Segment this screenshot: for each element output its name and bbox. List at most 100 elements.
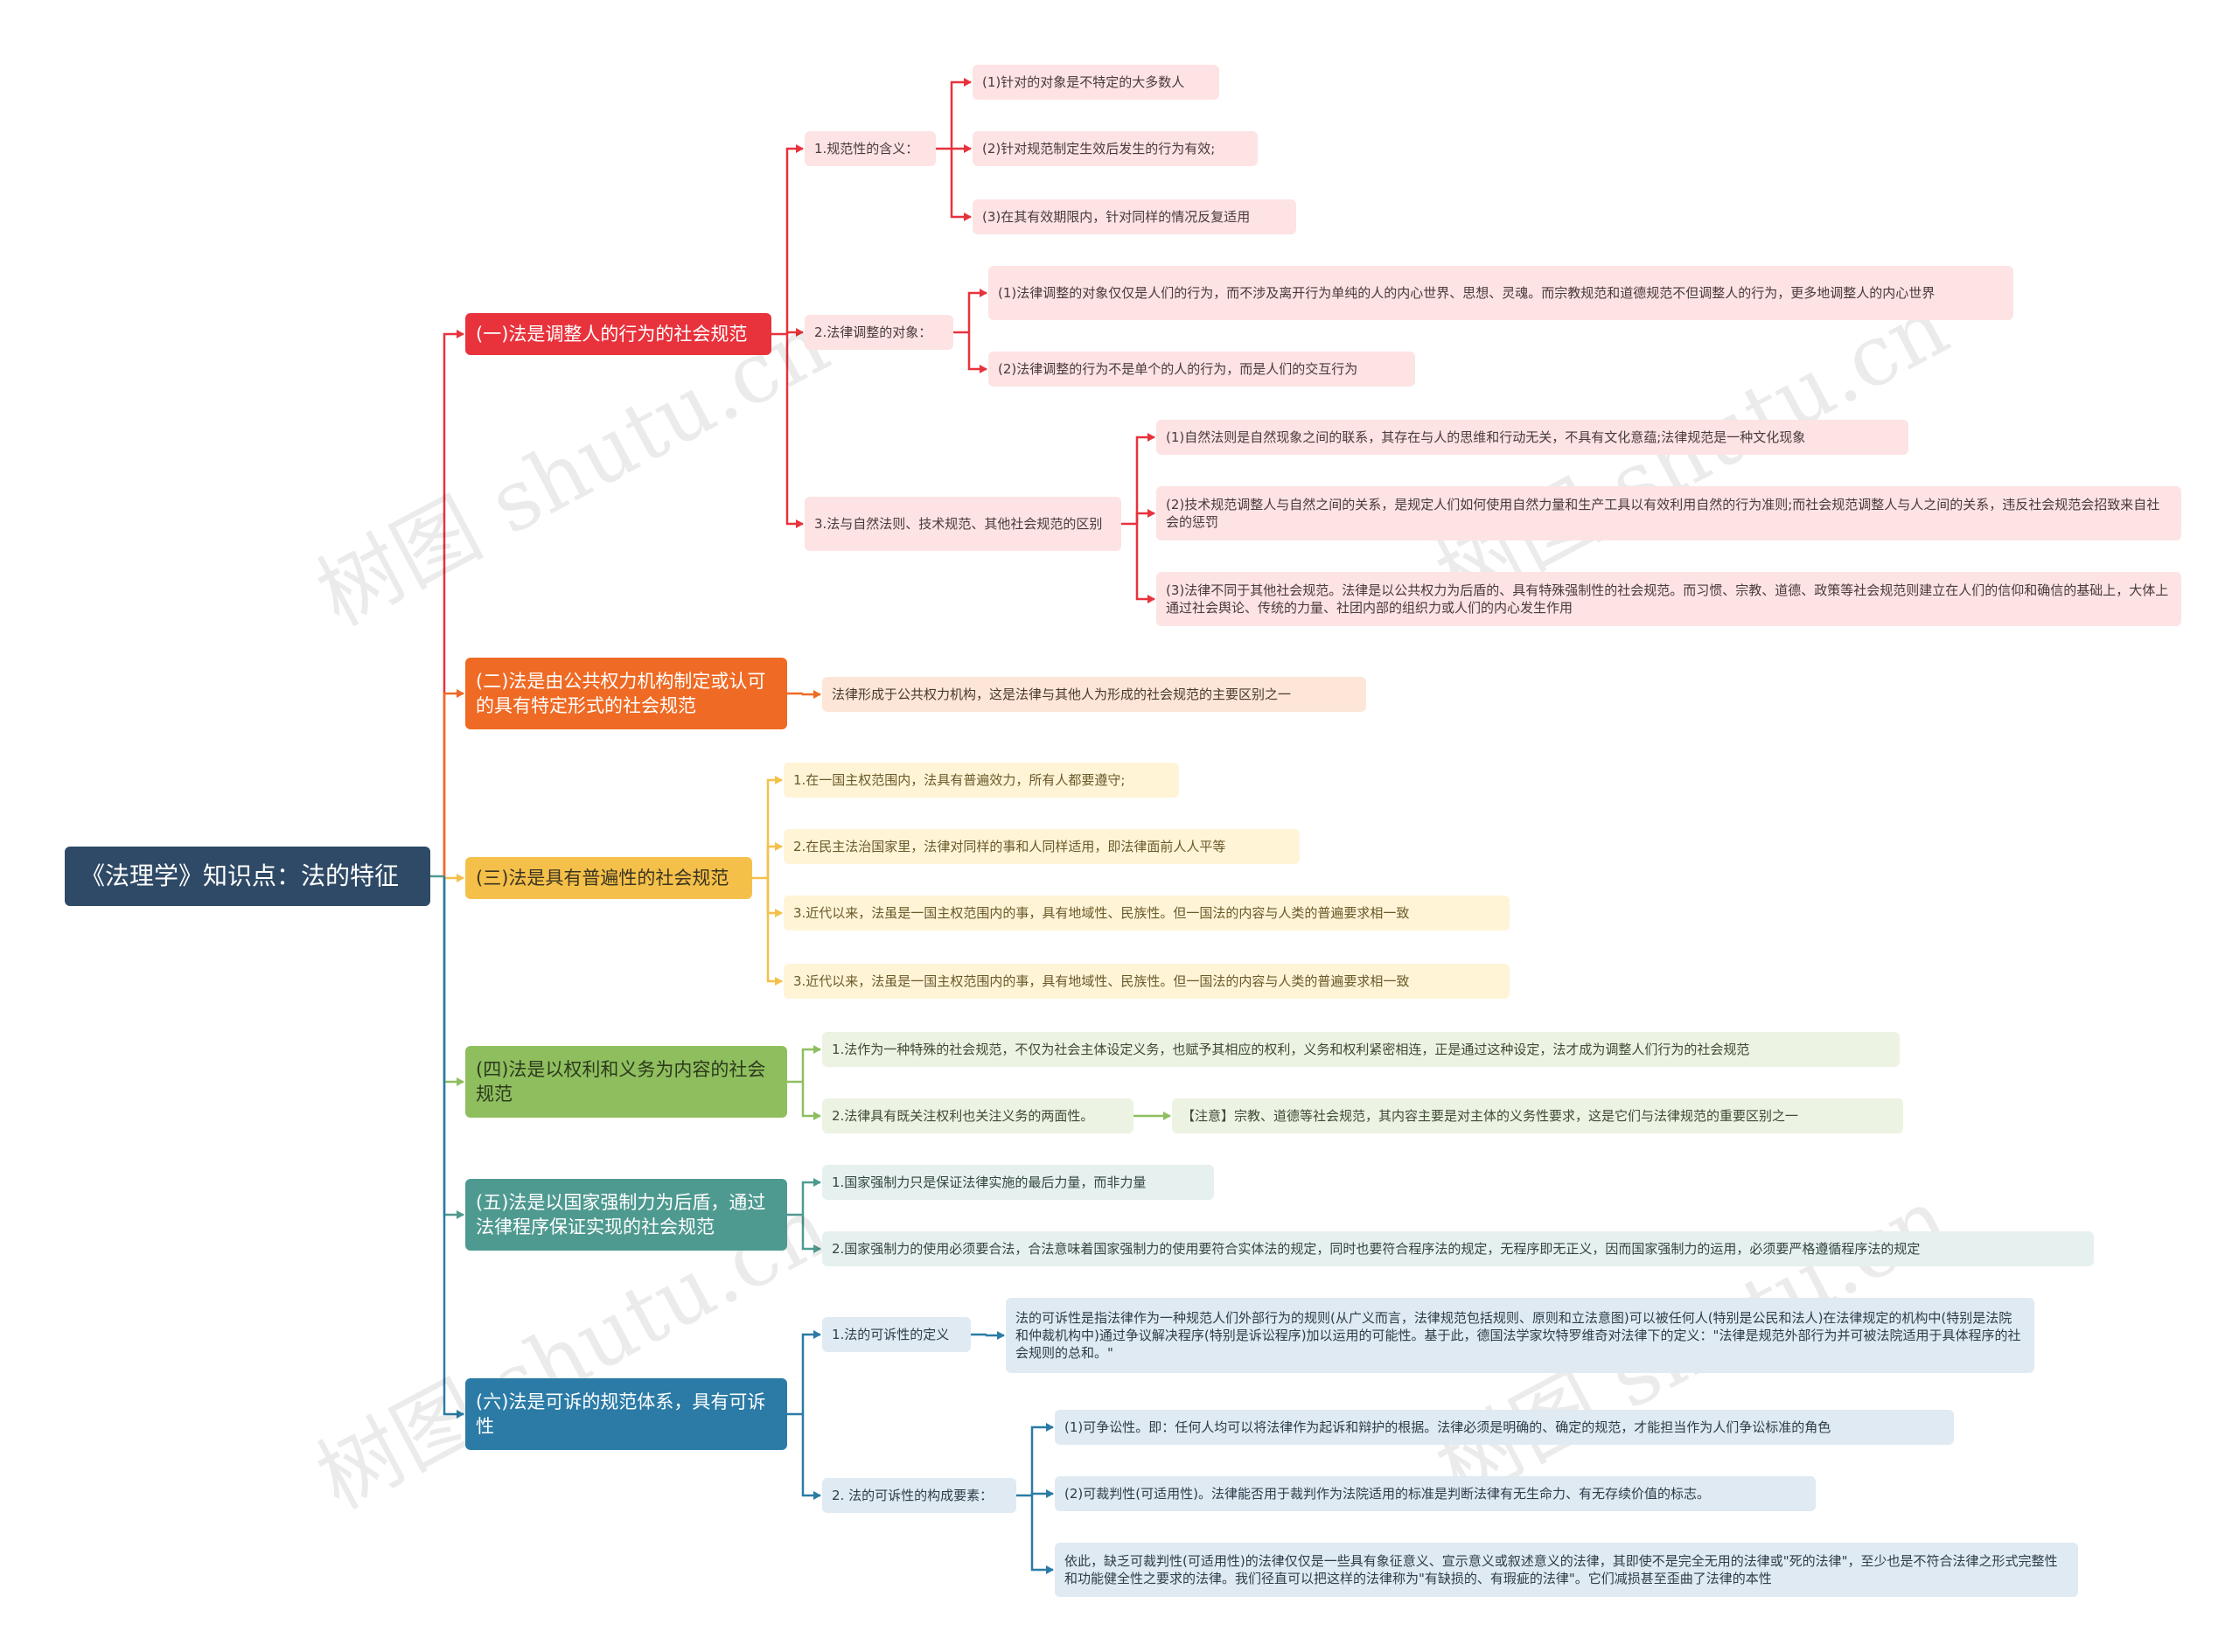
leaf-topic[interactable]: 法律形成于公共权力机构，这是法律与其他人为形成的社会规范的主要区别之一	[822, 677, 1366, 712]
leaf-topic-label: 依此，缺乏可裁判性(可适用性)的法律仅仅是一些具有象征意义、宣示意义或叙述意义的…	[1064, 1552, 2058, 1586]
arrowhead	[980, 365, 987, 373]
leaf-topic[interactable]: (2)法律调整的行为不是单个的人的行为，而是人们的交互行为	[988, 352, 1415, 387]
connector-line	[801, 1181, 820, 1215]
connector-line	[766, 878, 782, 983]
leaf-topic[interactable]: 3.近代以来，法虽是一国主权范围内的事，具有地域性、民族性。但一国法的内容与人类…	[784, 964, 1510, 999]
leaf-topic[interactable]: 法的可诉性是指法律作为一种规范人们外部行为的规则(从广义而言，法律规范包括规则、…	[1006, 1298, 2034, 1373]
leaf-topic-label: (1)针对的对象是不特定的大多数人	[982, 73, 1185, 90]
leaf-topic[interactable]: (1)可争讼性。即：任何人均可以将法律作为起诉和辩护的根据。法律必须是明确的、确…	[1055, 1410, 1954, 1445]
arrowhead	[980, 289, 987, 297]
arrowhead	[964, 78, 972, 87]
leaf-topic-label: 3.近代以来，法虽是一国主权范围内的事，具有地域性、民族性。但一国法的内容与人类…	[793, 972, 1410, 989]
leaf-topic[interactable]: (2)技术规范调整人与自然之间的关系，是规定人们如何使用自然力量和生产工具以有效…	[1156, 486, 2181, 540]
leaf-topic[interactable]: 1.在一国主权范围内，法具有普遍效力，所有人都要遵守;	[784, 763, 1179, 798]
arrowhead	[796, 328, 804, 337]
leaf-topic[interactable]: (2)针对规范制定生效后发生的行为有效;	[973, 131, 1258, 166]
leaf-topic-label: 法律形成于公共权力机构，这是法律与其他人为形成的社会规范的主要区别之一	[832, 686, 1292, 702]
connector-line	[801, 1215, 820, 1251]
connector-line	[766, 778, 782, 878]
branch-connector	[443, 332, 464, 876]
leaf-topic[interactable]: (2)可裁判性(可适用性)。法律能否用于裁判作为法院适用的标准是判断法律有无生命…	[1055, 1476, 1816, 1511]
branch-topic-label: (一)法是调整人的行为的社会规范	[476, 323, 748, 345]
connector-line	[1030, 1425, 1053, 1495]
connector-line	[967, 332, 987, 371]
leaf-topic[interactable]: 【注意】宗教、道德等社会规范，其内容主要是对主体的义务性要求，这是它们与法律规范…	[1172, 1098, 1903, 1133]
leaf-topic[interactable]: 2.国家强制力的使用必须要合法，合法意味着国家强制力的使用要符合实体法的规定，同…	[822, 1231, 2094, 1266]
branch-connector	[443, 876, 464, 1216]
leaf-topic[interactable]: (1)针对的对象是不特定的大多数人	[973, 65, 1219, 100]
connector-line	[785, 334, 803, 526]
arrowhead	[1163, 1112, 1171, 1120]
arrowhead	[796, 519, 804, 528]
leaf-topic-label: (2)针对规范制定生效后发生的行为有效;	[982, 140, 1216, 157]
connector-line	[950, 149, 971, 219]
subtopic[interactable]: 2.法律调整的对象：	[805, 315, 953, 350]
subtopic[interactable]: 2. 法的可诉性的构成要素：	[822, 1478, 1016, 1513]
leaf-topic[interactable]: 依此，缺乏可裁判性(可适用性)的法律仅仅是一些具有象征意义、宣示意义或叙述意义的…	[1055, 1543, 2078, 1597]
leaf-topic-label: 2.在民主法治国家里，法律对同样的事和人同样适用，即法律面前人人平等	[793, 838, 1226, 854]
arrowhead	[775, 842, 783, 851]
connector-line	[801, 1333, 820, 1414]
arrowhead	[796, 144, 804, 153]
leaf-topic[interactable]: (1)法律调整的对象仅仅是人们的行为，而不涉及离开行为单纯的人的内心世界、思想、…	[988, 266, 2013, 320]
leaf-topic-label: 1.在一国主权范围内，法具有普遍效力，所有人都要遵守;	[793, 771, 1126, 788]
arrowhead	[997, 1331, 1005, 1340]
leaf-topic-label: 【注意】宗教、道德等社会规范，其内容主要是对主体的义务性要求，这是它们与法律规范…	[1182, 1107, 1799, 1124]
arrowhead	[964, 144, 972, 153]
connector-line	[1135, 436, 1154, 524]
subtopic[interactable]: 2.法律具有既关注权利也关注义务的两面性。	[822, 1098, 1133, 1133]
leaf-topic-label: (2)法律调整的行为不是单个的人的行为，而是人们的交互行为	[998, 360, 1358, 377]
branch-topic-2[interactable]: (二)法是由公共权力机构制定或认可的具有特定形式的社会规范	[465, 658, 787, 729]
branch-topic-1[interactable]: (一)法是调整人的行为的社会规范	[465, 313, 771, 355]
branch-connector	[443, 876, 464, 1416]
subtopic-label: 1.规范性的含义：	[814, 140, 919, 157]
arrowhead	[1147, 509, 1155, 518]
subtopic-label: 2. 法的可诉性的构成要素：	[832, 1487, 994, 1503]
branch-topic-label: (四)法是以权利和义务为内容的社会规范	[476, 1058, 766, 1105]
branch-topic-5[interactable]: (五)法是以国家强制力为后盾，通过法律程序保证实现的社会规范	[465, 1179, 787, 1251]
arrowhead	[457, 874, 464, 882]
branch-topic-label: (三)法是具有普遍性的社会规范	[476, 867, 729, 889]
leaf-topic-label: 法的可诉性是指法律作为一种规范人们外部行为的规则(从广义而言，法律规范包括规则、…	[1015, 1309, 2021, 1362]
leaf-topic[interactable]: (3)法律不同于其他社会规范。法律是以公共权力为后盾的、具有特殊强制性的社会规范…	[1156, 572, 2181, 626]
arrowhead	[1046, 1565, 1054, 1574]
leaf-topic[interactable]: (3)在其有效期限内，针对同样的情况反复适用	[973, 199, 1296, 234]
subtopic[interactable]: 1.法的可诉性的定义	[822, 1317, 971, 1352]
arrowhead	[813, 1244, 821, 1253]
leaf-topic-label: 1.法作为一种特殊的社会规范，不仅为社会主体设定义务，也赋予其相应的权利，义务和…	[832, 1041, 1750, 1057]
leaf-topic-label: 1.国家强制力只是保证法律实施的最后力量，而非力量	[832, 1174, 1147, 1190]
branch-topic-4[interactable]: (四)法是以权利和义务为内容的社会规范	[465, 1046, 787, 1118]
arrowhead	[1046, 1489, 1054, 1498]
leaf-topic[interactable]: 1.法作为一种特殊的社会规范，不仅为社会主体设定义务，也赋予其相应的权利，义务和…	[822, 1032, 1900, 1067]
subtopic-label: 3.法与自然法则、技术规范、其他社会规范的区别	[814, 515, 1103, 532]
leaf-topic-label: (2)可裁判性(可适用性)。法律能否用于裁判作为法院适用的标准是判断法律有无生命…	[1064, 1485, 1710, 1502]
branch-topic-6[interactable]: (六)法是可诉的规范体系，具有可诉性	[465, 1378, 787, 1450]
branch-topic-label: (六)法是可诉的规范体系，具有可诉性	[476, 1391, 766, 1437]
subtopic[interactable]: 3.法与自然法则、技术规范、其他社会规范的区别	[805, 497, 1121, 551]
connector-line	[950, 80, 971, 149]
arrowhead	[1046, 1423, 1054, 1432]
branch-connector	[443, 876, 464, 1084]
arrowhead	[775, 977, 783, 986]
connector-line	[1135, 524, 1154, 601]
arrowhead	[813, 690, 821, 699]
connector-line	[1030, 1495, 1053, 1572]
leaf-topic[interactable]: 1.国家强制力只是保证法律实施的最后力量，而非力量	[822, 1165, 1214, 1200]
leaf-topic[interactable]: 3.近代以来，法虽是一国主权范围内的事，具有地域性、民族性。但一国法的内容与人类…	[784, 896, 1510, 931]
branch-connector	[443, 692, 464, 876]
leaf-topic[interactable]: (1)自然法则是自然现象之间的联系，其存在与人的思维和行动无关，不具有文化意蕴;…	[1156, 420, 1908, 455]
leaf-topic[interactable]: 2.在民主法治国家里，法律对同样的事和人同样适用，即法律面前人人平等	[784, 829, 1300, 864]
arrowhead	[457, 1077, 464, 1086]
subtopic[interactable]: 1.规范性的含义：	[805, 131, 936, 166]
branch-topic-label: (二)法是由公共权力机构制定或认可的具有特定形式的社会规范	[476, 670, 766, 716]
arrowhead	[813, 1178, 821, 1187]
connector-line	[801, 1414, 820, 1497]
subtopic-label: 1.法的可诉性的定义	[832, 1326, 950, 1342]
leaf-topic-label: 3.近代以来，法虽是一国主权范围内的事，具有地域性、民族性。但一国法的内容与人类…	[793, 904, 1410, 921]
arrowhead	[813, 1112, 821, 1120]
root-topic[interactable]: 《法理学》知识点：法的特征	[65, 847, 430, 906]
branch-topic-3[interactable]: (三)法是具有普遍性的社会规范	[465, 857, 752, 899]
root-topic-label: 《法理学》知识点：法的特征	[80, 861, 400, 891]
